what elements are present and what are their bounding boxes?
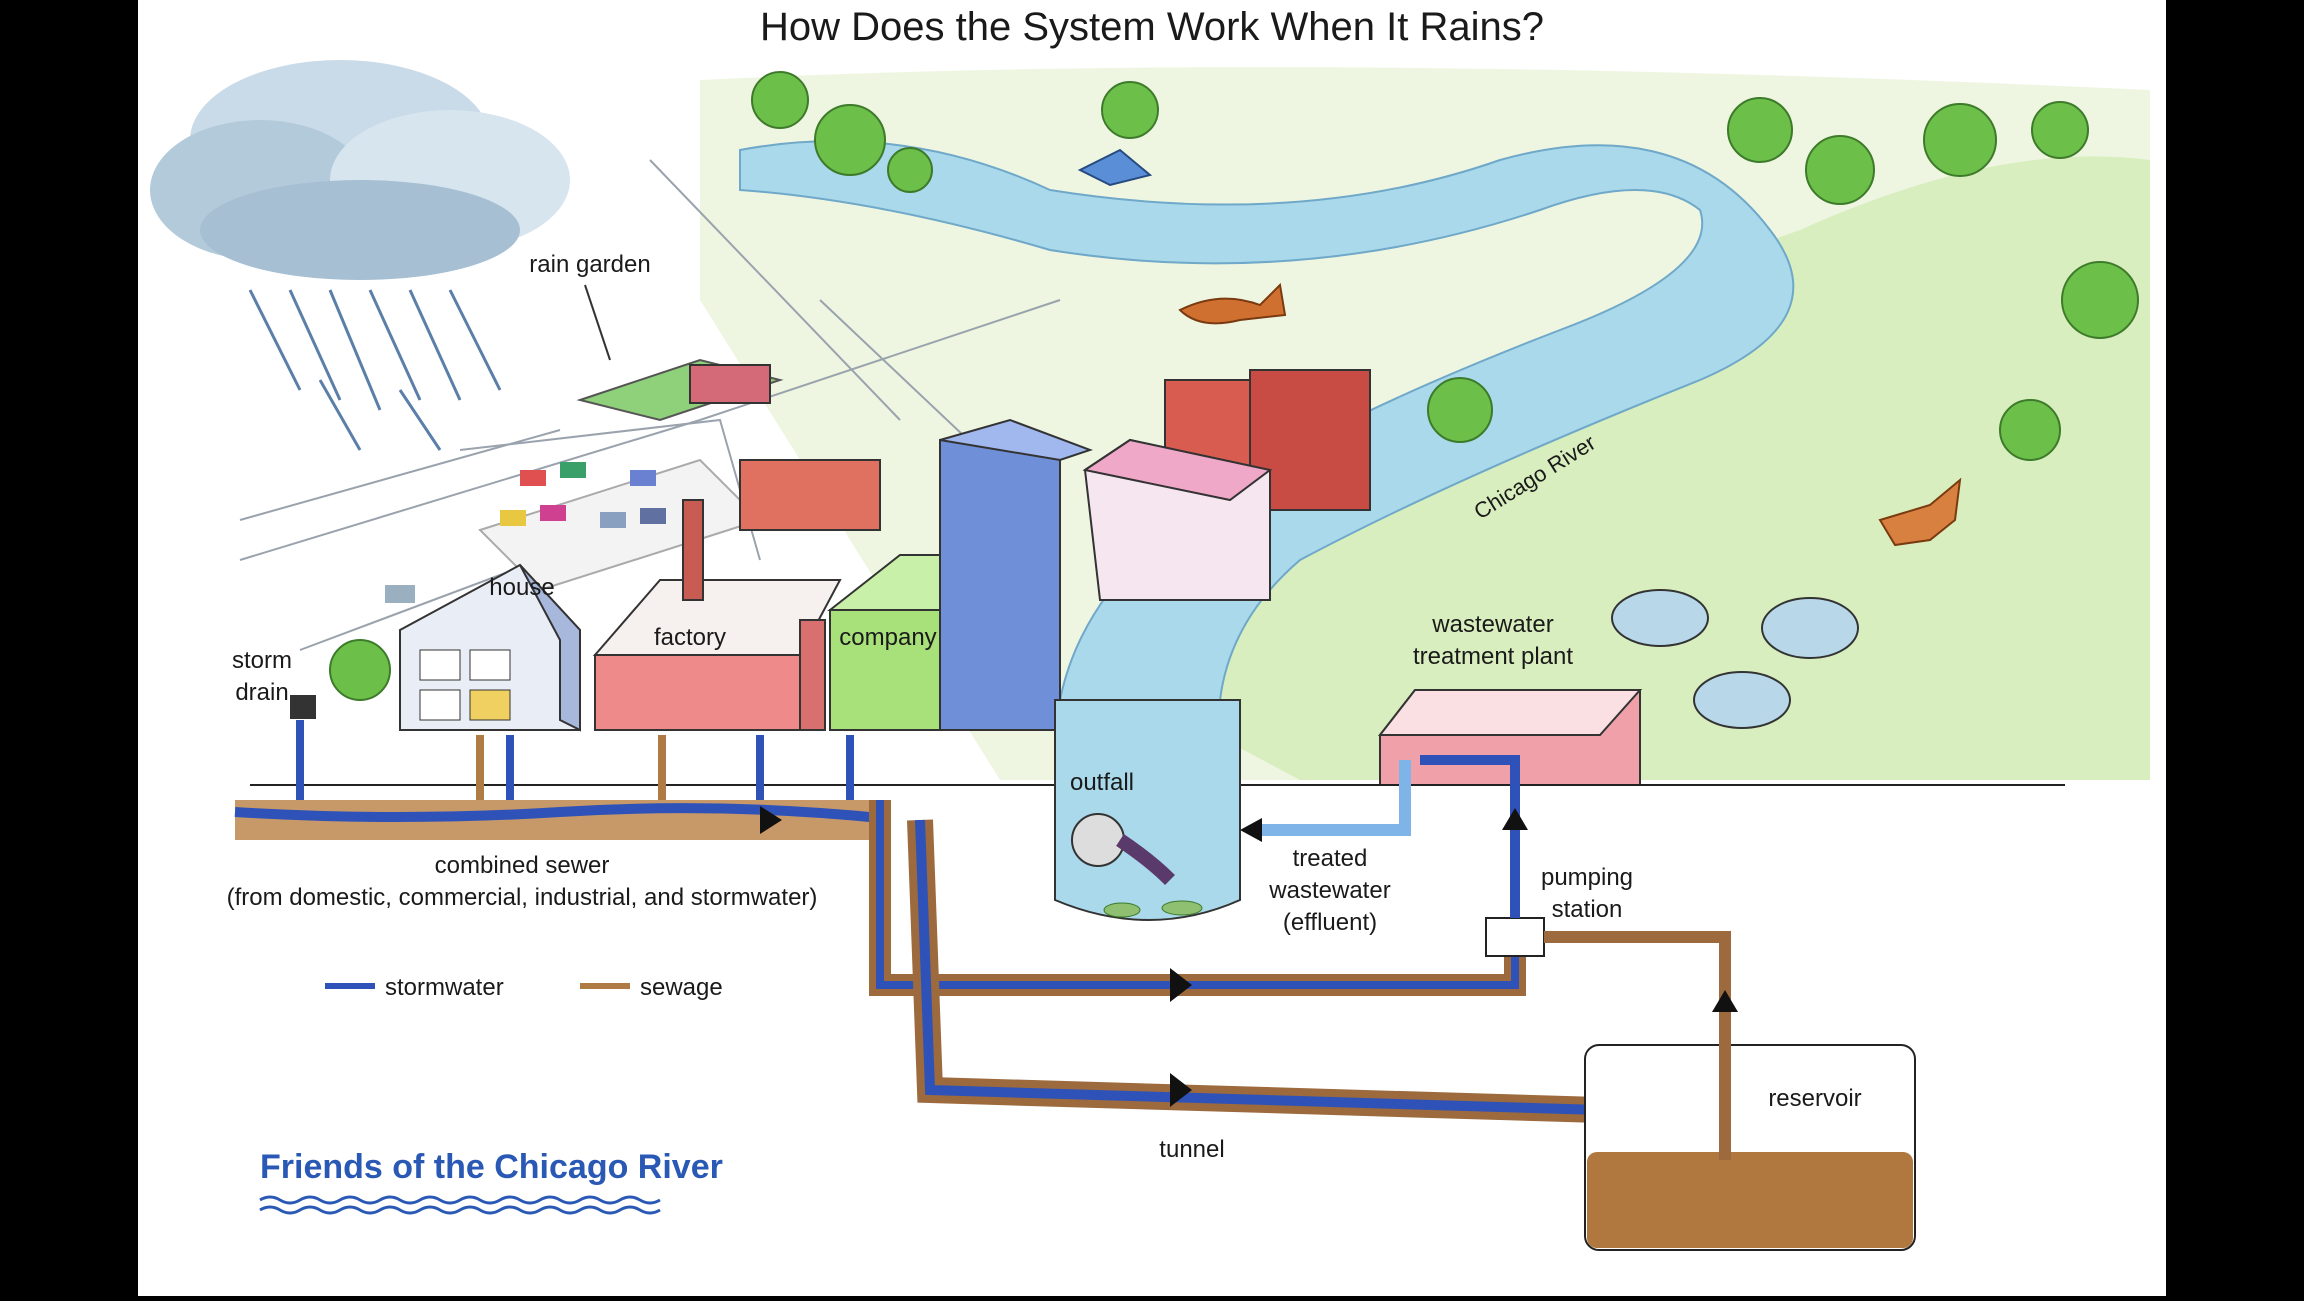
tree-icon xyxy=(329,71,2139,701)
tunnel-label: tunnel xyxy=(1159,1136,1224,1163)
fish-icon xyxy=(1103,900,1203,918)
pump-riser xyxy=(1420,755,1520,918)
house-label: house xyxy=(489,574,554,601)
brand-wave-2 xyxy=(259,1205,661,1215)
company-building xyxy=(827,418,1093,731)
house xyxy=(399,563,581,732)
flow-arrow-icon xyxy=(1502,808,1528,830)
rain-garden-label: rain garden xyxy=(529,251,650,278)
interceptor-stormwater-flow xyxy=(876,800,1519,989)
outfall-label: outfall xyxy=(1070,769,1134,796)
storm-drain-label-line1: storm xyxy=(232,647,292,674)
glass-tower xyxy=(939,439,1061,731)
street-grid xyxy=(239,159,1061,651)
deer-icon xyxy=(1878,477,1962,547)
rain-garden-building xyxy=(689,364,771,404)
reservoir-label: reservoir xyxy=(1768,1085,1861,1112)
combined-sewer-label-line1: combined sewer xyxy=(435,852,610,879)
rain-garden-pointer xyxy=(584,284,611,361)
reservoir-fill xyxy=(1587,1152,1913,1248)
brand-wave-1 xyxy=(259,1195,661,1205)
fox-icon xyxy=(1178,282,1287,325)
legend-stormwater-label: stormwater xyxy=(385,974,504,1001)
effluent-pipe xyxy=(1255,760,1411,836)
pumping-label-line1: pumping xyxy=(1541,864,1633,891)
factory-label: factory xyxy=(654,624,726,651)
brick-buildings xyxy=(739,369,1371,601)
pumping-label-line2: station xyxy=(1552,896,1623,923)
flow-arrow-icon xyxy=(1712,990,1738,1012)
outfall-flow xyxy=(1116,834,1175,885)
effluent-label-line1: treated xyxy=(1293,845,1368,872)
combined-sewer-label-line2: (from domestic, commercial, industrial, … xyxy=(227,884,818,911)
parking-lot xyxy=(385,458,762,603)
smokestack xyxy=(682,499,704,601)
outfall-pipe xyxy=(1071,813,1125,867)
legend-sewage-label: sewage xyxy=(640,974,723,1001)
outfall-basin xyxy=(1054,699,1241,921)
diagram-title: How Does the System Work When It Rains? xyxy=(760,5,1544,49)
storm-drain-label-line2: drain xyxy=(235,679,288,706)
legend: stormwater sewage xyxy=(325,974,723,1001)
effluent-label-line3: (effluent) xyxy=(1283,909,1377,936)
storm-feeders xyxy=(296,720,854,800)
bird-icon xyxy=(1077,148,1153,187)
rain-streaks xyxy=(248,289,502,451)
effluent-label-line2: wastewater xyxy=(1268,877,1390,904)
combined-sewer-stormwater-flow xyxy=(234,803,881,823)
brand-name: Friends of the Chicago River xyxy=(260,1148,723,1186)
flow-arrow-icon xyxy=(1170,1073,1192,1107)
sewage-feeders xyxy=(476,735,666,800)
factory xyxy=(592,499,842,731)
flow-arrow-icon xyxy=(760,806,782,834)
car-icon xyxy=(385,462,666,603)
storm-drain-grate xyxy=(290,695,316,719)
flow-arrow-icon xyxy=(1170,968,1192,1002)
flow-arrow-icon xyxy=(1240,818,1262,842)
reservoir-return-pipe xyxy=(1544,931,1731,1160)
rain-cloud-icon xyxy=(150,60,570,280)
brand-logo: Friends of the Chicago River xyxy=(259,1148,723,1215)
company-label: company xyxy=(839,624,936,651)
wwtp-label-line2: treatment plant xyxy=(1413,643,1573,670)
grass-field xyxy=(1150,156,2150,780)
pumping-station-box xyxy=(1485,917,1545,957)
wwtp-label-line1: wastewater xyxy=(1431,611,1553,638)
